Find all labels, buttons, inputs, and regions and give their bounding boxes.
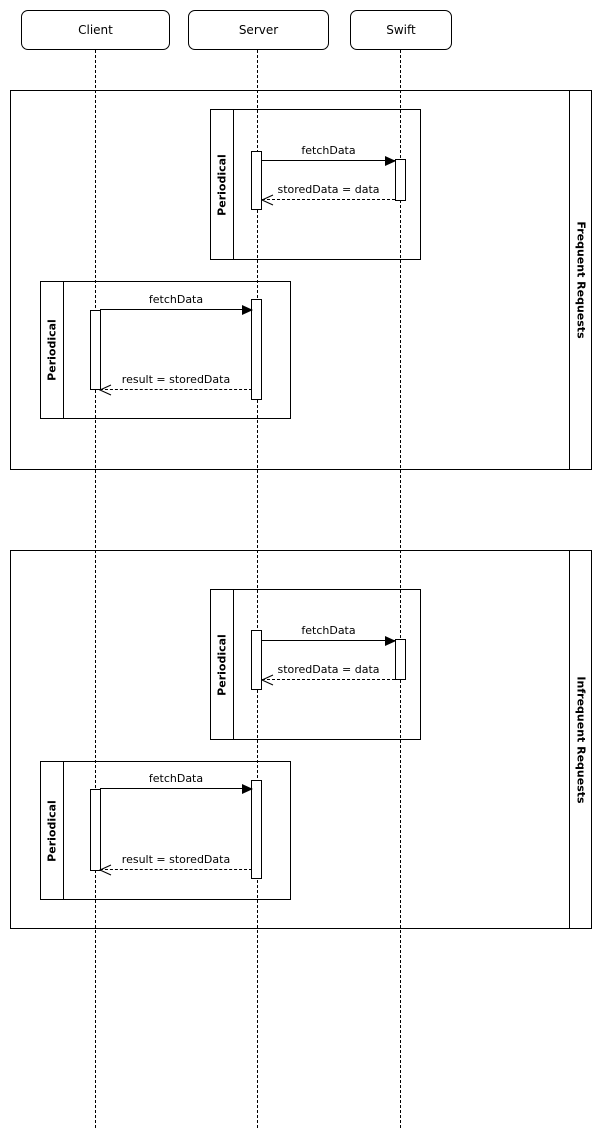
return-arrowhead-icon — [261, 674, 274, 686]
message-fetchdata-4: fetchData — [100, 772, 253, 794]
participant-client: Client — [21, 10, 170, 50]
fragment-periodical-1-label: Periodical — [215, 153, 229, 216]
frame-frequent-label: Frequent Requests — [574, 221, 587, 339]
message-storeddata-1: storedData = data — [261, 183, 395, 206]
frame-frequent-requests: Frequent Requests — [10, 90, 592, 470]
message-storeddata-1-line — [261, 194, 395, 206]
message-result-2-label: result = storedData — [121, 853, 231, 866]
message-fetchdata-4-label: fetchData — [148, 772, 204, 785]
message-fetchdata-2: fetchData — [100, 293, 253, 315]
return-arrowhead-icon — [99, 864, 112, 876]
fragment-periodical-1-label-column: Periodical — [211, 110, 234, 259]
activation-swift-1 — [395, 159, 406, 201]
fragment-periodical-3-label: Periodical — [215, 633, 229, 696]
activation-server-1 — [251, 151, 262, 210]
activation-client-2 — [90, 789, 101, 871]
message-fetchdata-3-line — [262, 636, 396, 646]
message-result-1: result = storedData — [99, 373, 252, 396]
sync-arrowhead-icon — [385, 636, 396, 646]
fragment-periodical-2-label: Periodical — [45, 319, 59, 381]
frame-infrequent-requests: Infrequent Requests — [10, 550, 592, 929]
activation-client-1 — [90, 310, 101, 390]
fragment-periodical-3: Periodical — [210, 589, 421, 740]
fragment-periodical-4-label: Periodical — [45, 799, 59, 862]
sync-arrowhead-icon — [242, 784, 253, 794]
return-arrowhead-icon — [99, 384, 112, 396]
fragment-periodical-2-label-column: Periodical — [41, 282, 64, 418]
message-storeddata-1-label: storedData = data — [277, 183, 380, 196]
activation-swift-2 — [395, 639, 406, 680]
activation-server-4 — [251, 780, 262, 879]
activation-server-2 — [251, 299, 262, 400]
frame-infrequent-label-column: Infrequent Requests — [569, 551, 591, 928]
sync-arrowhead-icon — [385, 156, 396, 166]
participant-swift: Swift — [350, 10, 452, 50]
message-fetchdata-2-label: fetchData — [148, 293, 204, 306]
lifeline-client — [95, 50, 96, 1128]
message-fetchdata-4-line — [100, 784, 253, 794]
fragment-periodical-1: Periodical — [210, 109, 421, 260]
participant-server: Server — [188, 10, 329, 50]
message-storeddata-2: storedData = data — [261, 663, 395, 686]
message-fetchdata-2-line — [100, 305, 253, 315]
fragment-periodical-2: Periodical — [40, 281, 291, 419]
message-result-2-line — [99, 864, 252, 876]
participant-server-label: Server — [238, 23, 279, 37]
message-result-1-line — [99, 384, 252, 396]
frame-infrequent-label: Infrequent Requests — [574, 675, 587, 804]
frame-frequent-label-column: Frequent Requests — [569, 91, 591, 469]
activation-server-3 — [251, 630, 262, 690]
message-result-1-label: result = storedData — [121, 373, 231, 386]
sync-arrowhead-icon — [242, 305, 253, 315]
message-result-2: result = storedData — [99, 853, 252, 876]
fragment-periodical-4-label-column: Periodical — [41, 762, 64, 899]
message-fetchdata-3: fetchData — [262, 624, 396, 646]
message-fetchdata-1-label: fetchData — [301, 144, 356, 157]
message-fetchdata-1: fetchData — [262, 144, 396, 166]
return-arrowhead-icon — [261, 194, 274, 206]
participant-client-label: Client — [78, 23, 113, 37]
message-storeddata-2-line — [261, 674, 395, 686]
message-storeddata-2-label: storedData = data — [277, 663, 380, 676]
participant-swift-label: Swift — [386, 23, 416, 37]
message-fetchdata-1-line — [262, 156, 396, 166]
fragment-periodical-3-label-column: Periodical — [211, 590, 234, 739]
message-fetchdata-3-label: fetchData — [301, 624, 356, 637]
fragment-periodical-4: Periodical — [40, 761, 291, 900]
